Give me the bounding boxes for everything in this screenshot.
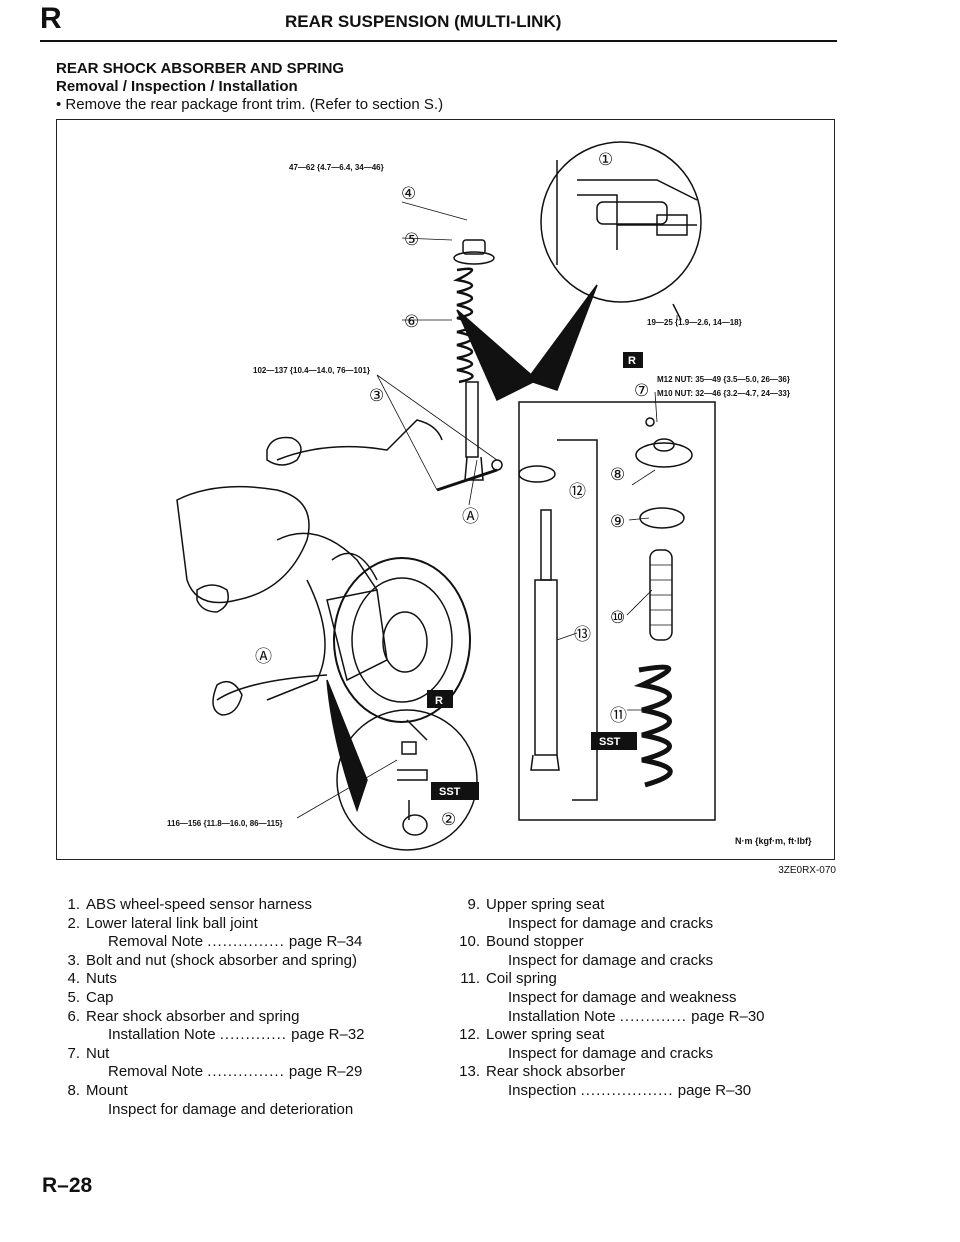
callout-12: ⑫ [569,482,586,502]
torque-label-bolt-nut: 102—137 {10.4—14.0, 76—101} [253,366,370,375]
torque-units-legend: N·m {kgf·m, ft·lbf} [735,836,812,846]
instruction-text: Remove the rear package front trim. (Ref… [65,96,444,113]
sst-badge-lower [431,782,479,800]
callout-3: ③ [369,386,384,406]
callout-2: ② [441,810,456,830]
list-item: 3.Bolt and nut (shock absorber and sprin… [67,951,357,969]
list-note: Inspect for damage and weakness [508,988,737,1006]
list-item: 10.Bound stopper [459,933,584,951]
callout-a-upper: Ⓐ [462,507,479,527]
callout-9: ⑨ [610,512,625,532]
list-note: Installation Note ............. page R–3… [508,1007,765,1025]
callout-11: ⑪ [610,706,627,726]
list-item: 7.Nut [67,1044,110,1062]
sst-badge-inset [591,732,637,750]
list-note: Inspect for damage and cracks [508,951,714,969]
list-note: Inspect for damage and cracks [508,1044,714,1062]
callout-5: ⑤ [404,230,419,250]
sst-badge-inset-text: SST [599,736,621,748]
list-item: 11.Coil spring [460,970,557,988]
list-item: 8.Mount [67,1081,128,1099]
parts-inset-box [518,401,716,821]
torque-label-m12: M12 NUT: 35—49 {3.5—5.0, 26—36} [657,375,790,384]
callout-7: ⑦ [634,381,649,401]
callout-8: ⑧ [610,465,625,485]
page-number: R–28 [42,1174,93,1197]
figure-id: 3ZE0RX-070 [778,865,836,876]
callout-4: ④ [401,184,416,204]
callout-1: ① [598,150,613,170]
sst-badge-lower-text: SST [439,786,461,798]
list-note: Inspection .................. page R–30 [508,1081,752,1099]
detail-circle-harness [540,141,702,303]
list-item: 5.Cap [67,988,114,1006]
list-note: Installation Note ............. page R–3… [108,1026,365,1044]
header-rule [40,40,837,42]
r-badge-lower-text: R [435,695,443,707]
r-badge-lower [427,690,453,708]
list-item: 2.Lower lateral link ball joint [67,914,258,932]
list-note: Removal Note ............... page R–29 [108,1063,363,1081]
detail-circle-balljoint [336,709,478,851]
exploded-view-figure: R R SST SST 47—62 {4.7—6.4, 34—46} 19—25… [56,119,835,860]
section-subtitle: Removal / Inspection / Installation [56,78,298,95]
r-badge-top-text: R [628,355,636,367]
list-item: 12.Lower spring seat [459,1026,605,1044]
figure-drawing: R R SST SST 47—62 {4.7—6.4, 34—46} 19—25… [167,141,790,851]
section-title: REAR SHOCK ABSORBER AND SPRING [56,60,345,77]
page-header-title: REAR SUSPENSION (MULTI-LINK) [285,12,562,31]
list-item: 4.Nuts [67,970,117,988]
list-item: 13.Rear shock absorber [459,1063,626,1081]
parts-list-left: 1.ABS wheel-speed sensor harness 2.Lower… [52,896,365,1119]
callout-13: ⑬ [574,625,591,645]
instruction-bullet: • Remove the rear package front trim. (R… [56,96,444,113]
list-item: 9.Upper spring seat [467,896,605,913]
callout-a-lower: Ⓐ [255,647,272,667]
torque-label-nuts: 47—62 {4.7—6.4, 34—46} [289,163,384,172]
section-letter: R [40,2,62,35]
list-note: Inspect for damage and deterioration [108,1100,354,1118]
r-badge-top [623,352,643,368]
list-item: 6.Rear shock absorber and spring [67,1007,300,1025]
torque-label-harness: 19—25 {1.9—2.6, 14—18} [647,318,742,327]
list-note: Inspect for damage and cracks [508,914,714,932]
torque-label-m10: M10 NUT: 32—46 {3.2—4.7, 24—33} [657,389,790,398]
torque-label-balljoint: 116—156 {11.8—16.0, 86—115} [167,819,283,828]
list-note: Removal Note ............... page R–34 [108,933,363,951]
callout-10: ⑩ [610,608,625,628]
callout-6: ⑥ [404,312,419,332]
list-item: 1.ABS wheel-speed sensor harness [67,896,312,913]
parts-list-right: 9.Upper spring seat Inspect for damage a… [452,896,765,1101]
